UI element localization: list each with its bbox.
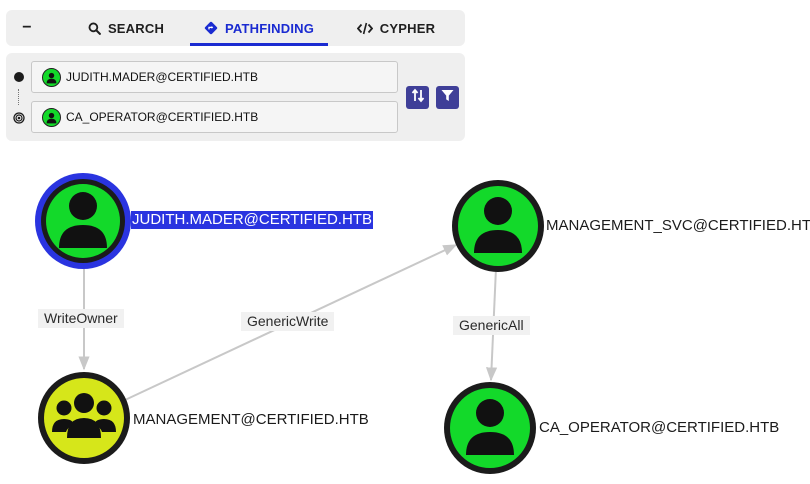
target-node-input[interactable]: CA_OPERATOR@CERTIFIED.HTB (31, 101, 398, 133)
tab-pathfinding[interactable]: PATHFINDING (190, 10, 328, 46)
tab-search-label: SEARCH (107, 20, 165, 36)
start-node-icon (14, 72, 24, 82)
pathfinding-panel: JUDITH.MADER@CERTIFIED.HTB CA_OPERATOR@C… (6, 53, 465, 141)
route-icon (204, 21, 218, 35)
node-label-management[interactable]: MANAGEMENT@CERTIFIED.HTB (133, 411, 369, 428)
tab-search[interactable]: SEARCH (62, 10, 190, 46)
edge-label-genericall[interactable]: GenericAll (453, 316, 530, 335)
start-node-value: JUDITH.MADER@CERTIFIED.HTB (66, 70, 258, 84)
search-tab-bar: − SEARCH PATHFINDING CYPHER (6, 10, 465, 46)
group-icon (52, 393, 116, 438)
collapse-button[interactable]: − (6, 10, 48, 46)
node-label-ca-operator[interactable]: CA_OPERATOR@CERTIFIED.HTB (539, 419, 780, 436)
swap-nodes-button[interactable] (406, 86, 429, 109)
start-node-input[interactable]: JUDITH.MADER@CERTIFIED.HTB (31, 61, 398, 93)
node-label-management-svc[interactable]: MANAGEMENT_SVC@CERTIFIED.HTB (546, 217, 810, 234)
node-label-judith[interactable]: JUDITH.MADER@CERTIFIED.HTB (131, 211, 373, 229)
user-icon (474, 197, 522, 253)
swap-icon (411, 88, 425, 108)
edge-label-genericwrite[interactable]: GenericWrite (241, 312, 335, 331)
code-icon (356, 22, 373, 35)
node-ca-operator[interactable] (444, 382, 536, 474)
user-icon (59, 192, 107, 248)
user-icon (466, 399, 514, 455)
collapse-icon: − (22, 19, 32, 36)
tab-cypher[interactable]: CYPHER (336, 10, 456, 46)
node-management[interactable] (38, 372, 130, 464)
user-icon (42, 107, 61, 127)
tab-cypher-label: CYPHER (379, 20, 436, 36)
target-node-value: CA_OPERATOR@CERTIFIED.HTB (66, 110, 259, 124)
target-node-icon (13, 111, 25, 129)
filter-icon (441, 89, 454, 107)
path-connector (18, 89, 19, 105)
user-icon (42, 67, 61, 87)
tab-pathfinding-label: PATHFINDING (224, 20, 315, 36)
edge-label-writeowner[interactable]: WriteOwner (38, 309, 124, 328)
node-judith[interactable] (35, 173, 131, 269)
search-icon (88, 22, 101, 35)
edge-filter-button[interactable] (436, 86, 459, 109)
node-management-svc[interactable] (452, 180, 544, 272)
